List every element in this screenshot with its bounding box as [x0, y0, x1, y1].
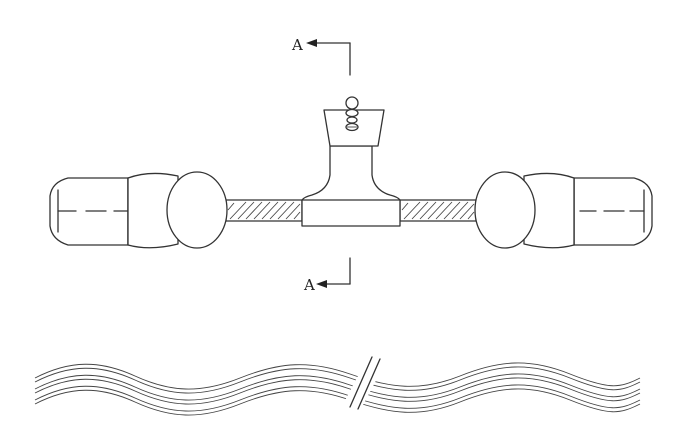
clamp-bolt-head — [345, 96, 359, 110]
damper-clamp — [301, 96, 401, 227]
messenger-cable-left — [225, 199, 303, 222]
arrow-head-top — [306, 39, 317, 47]
right-damper-weight — [474, 171, 653, 249]
left-damper-weight — [49, 171, 228, 249]
section-marker-top: A — [291, 36, 351, 76]
messenger-cable-right — [399, 199, 477, 222]
preformed-armor-rods — [34, 353, 641, 416]
break-mark — [343, 353, 386, 411]
arrow-head-bottom — [316, 280, 327, 288]
section-label-top: A — [291, 36, 303, 54]
section-label-bottom: A — [303, 276, 315, 294]
section-marker-bottom: A — [303, 257, 351, 294]
